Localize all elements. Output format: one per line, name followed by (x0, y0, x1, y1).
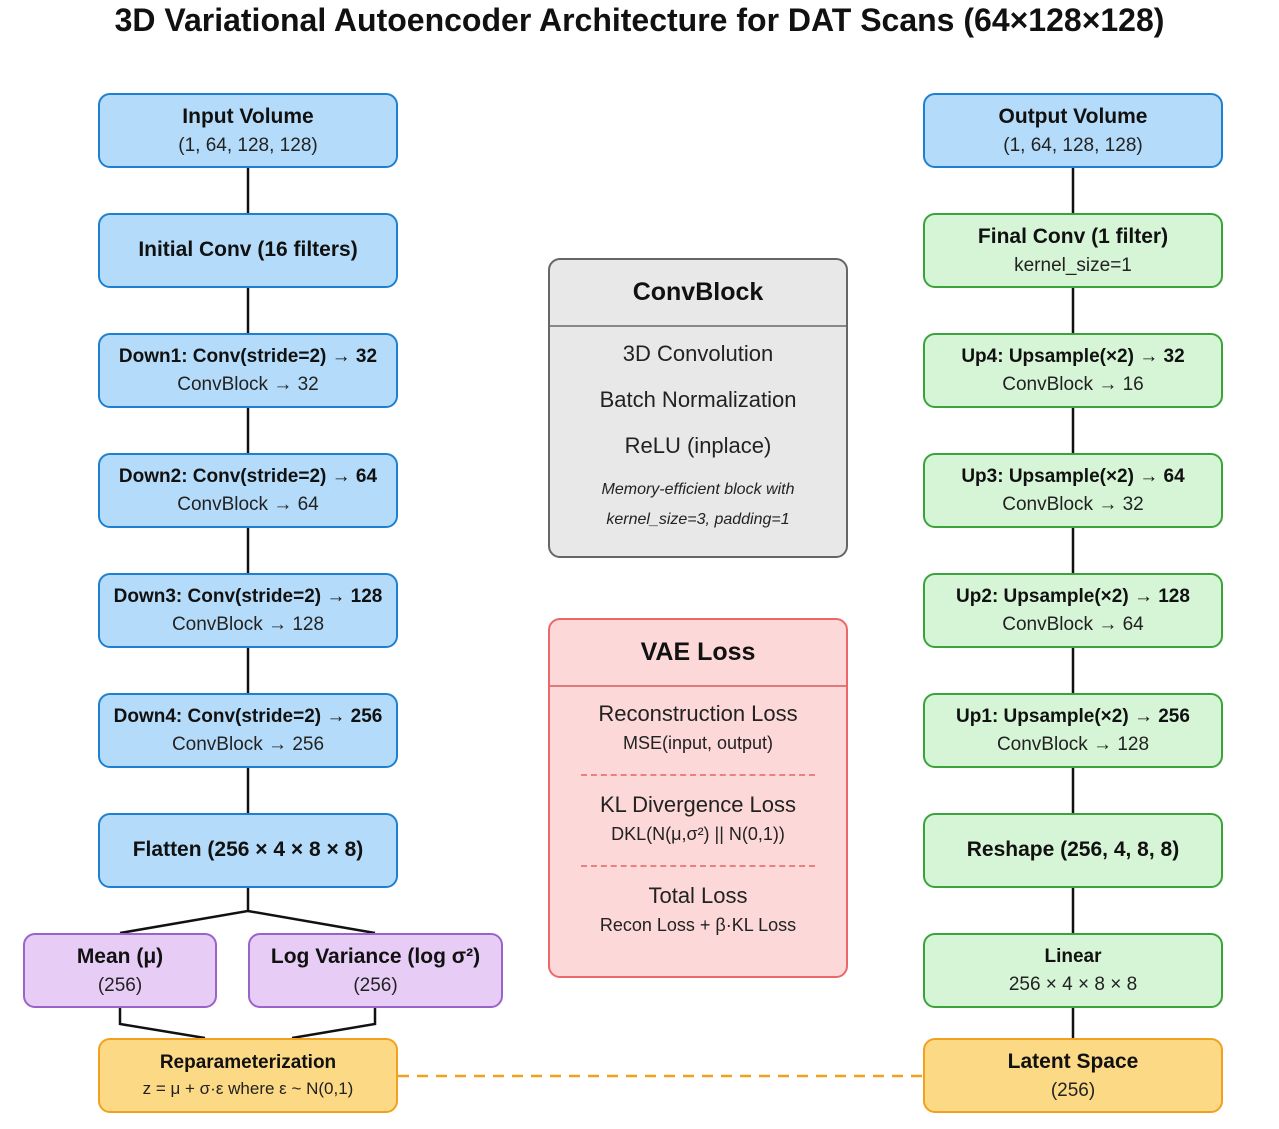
reparameterization-node: Reparameterization z = μ + σ·ε where ε ~… (98, 1038, 398, 1113)
final-conv-node: Final Conv (1 filter) kernel_size=1 (923, 213, 1223, 288)
vae-loss-title: VAE Loss (550, 620, 846, 687)
mean-label: Mean (μ) (76, 944, 164, 968)
reparameterization-label: Reparameterization (159, 1052, 337, 1074)
kl-loss-formula: DKL(N(μ,σ²) || N(0,1)) (611, 824, 785, 844)
total-loss-label: Total Loss (648, 883, 748, 908)
latent-space-node: Latent Space (256) (923, 1038, 1223, 1113)
recon-loss-formula: MSE(input, output) (622, 733, 774, 753)
down2-label: Down2: Conv(stride=2) → 64 (118, 465, 378, 487)
down3-label: Down3: Conv(stride=2) → 128 (113, 585, 383, 607)
output-volume-shape: (1, 64, 128, 128) (1003, 134, 1143, 156)
output-volume-node: Output Volume (1, 64, 128, 128) (923, 93, 1223, 168)
flatten-node: Flatten (256 × 4 × 8 × 8) (98, 813, 398, 888)
down4-sub: ConvBlock → 256 (171, 733, 325, 755)
convblock-note: Memory-efficient block with (601, 481, 795, 498)
final-conv-label: Final Conv (1 filter) (977, 224, 1169, 248)
up4-label: Up4: Upsample(×2) → 32 (961, 345, 1185, 367)
linear-sub: 256 × 4 × 8 × 8 (1008, 973, 1138, 995)
down2-node: Down2: Conv(stride=2) → 64 ConvBlock → 6… (98, 453, 398, 528)
convblock-item: 3D Convolution (622, 341, 774, 366)
down2-sub: ConvBlock → 64 (177, 493, 319, 515)
up1-sub: ConvBlock → 128 (996, 733, 1150, 755)
convblock-item: Batch Normalization (599, 387, 797, 412)
initial-conv-label: Initial Conv (16 filters) (138, 238, 358, 262)
initial-conv-node: Initial Conv (16 filters) (98, 213, 398, 288)
diagram-title: 3D Variational Autoencoder Architecture … (114, 2, 1165, 38)
latent-space-label: Latent Space (1007, 1049, 1139, 1073)
recon-loss-label: Reconstruction Loss (598, 701, 798, 726)
up2-sub: ConvBlock → 64 (1002, 613, 1144, 635)
latent-space-sub: (256) (1050, 1079, 1096, 1101)
input-volume-node: Input Volume (1, 64, 128, 128) (98, 93, 398, 168)
loss-divider (581, 865, 815, 867)
mean-node: Mean (μ) (256) (23, 933, 217, 1008)
linear-label: Linear (1044, 945, 1102, 967)
up1-node: Up1: Upsample(×2) → 256 ConvBlock → 128 (923, 693, 1223, 768)
flatten-label: Flatten (256 × 4 × 8 × 8) (132, 838, 364, 862)
up1-label: Up1: Upsample(×2) → 256 (956, 705, 1190, 727)
convblock-item: ReLU (inplace) (624, 433, 772, 458)
kl-loss-label: KL Divergence Loss (599, 792, 797, 817)
loss-divider (581, 774, 815, 776)
log-variance-node: Log Variance (log σ²) (256) (248, 933, 503, 1008)
up4-sub: ConvBlock → 16 (1002, 373, 1144, 395)
down1-node: Down1: Conv(stride=2) → 32 ConvBlock → 3… (98, 333, 398, 408)
log-variance-sub: (256) (353, 974, 398, 996)
input-volume-shape: (1, 64, 128, 128) (178, 134, 318, 156)
down1-label: Down1: Conv(stride=2) → 32 (118, 345, 378, 367)
total-loss-formula: Recon Loss + β·KL Loss (599, 915, 797, 935)
up3-label: Up3: Upsample(×2) → 64 (961, 465, 1185, 487)
convblock-note: kernel_size=3, padding=1 (606, 511, 790, 528)
log-variance-label: Log Variance (log σ²) (270, 944, 481, 968)
input-volume-label: Input Volume (182, 104, 314, 128)
output-volume-label: Output Volume (998, 104, 1148, 128)
final-conv-sub: kernel_size=1 (1014, 254, 1132, 276)
up4-node: Up4: Upsample(×2) → 32 ConvBlock → 16 (923, 333, 1223, 408)
up3-sub: ConvBlock → 32 (1002, 493, 1144, 515)
up3-node: Up3: Upsample(×2) → 64 ConvBlock → 32 (923, 453, 1223, 528)
reshape-node: Reshape (256, 4, 8, 8) (923, 813, 1223, 888)
reparameterization-formula: z = μ + σ·ε where ε ~ N(0,1) (142, 1078, 354, 1098)
down4-label: Down4: Conv(stride=2) → 256 (113, 705, 383, 727)
linear-node: Linear 256 × 4 × 8 × 8 (923, 933, 1223, 1008)
convblock-title: ConvBlock (550, 260, 846, 327)
mean-sub: (256) (97, 974, 143, 996)
down4-node: Down4: Conv(stride=2) → 256 ConvBlock → … (98, 693, 398, 768)
reshape-label: Reshape (256, 4, 8, 8) (966, 838, 1180, 862)
up2-label: Up2: Upsample(×2) → 128 (956, 585, 1190, 607)
convblock-panel: ConvBlock 3D Convolution Batch Normaliza… (548, 258, 848, 558)
down1-sub: ConvBlock → 32 (177, 373, 319, 395)
vae-loss-panel: VAE Loss Reconstruction Loss MSE(input, … (548, 618, 848, 978)
down3-node: Down3: Conv(stride=2) → 128 ConvBlock → … (98, 573, 398, 648)
up2-node: Up2: Upsample(×2) → 128 ConvBlock → 64 (923, 573, 1223, 648)
down3-sub: ConvBlock → 128 (171, 613, 325, 635)
